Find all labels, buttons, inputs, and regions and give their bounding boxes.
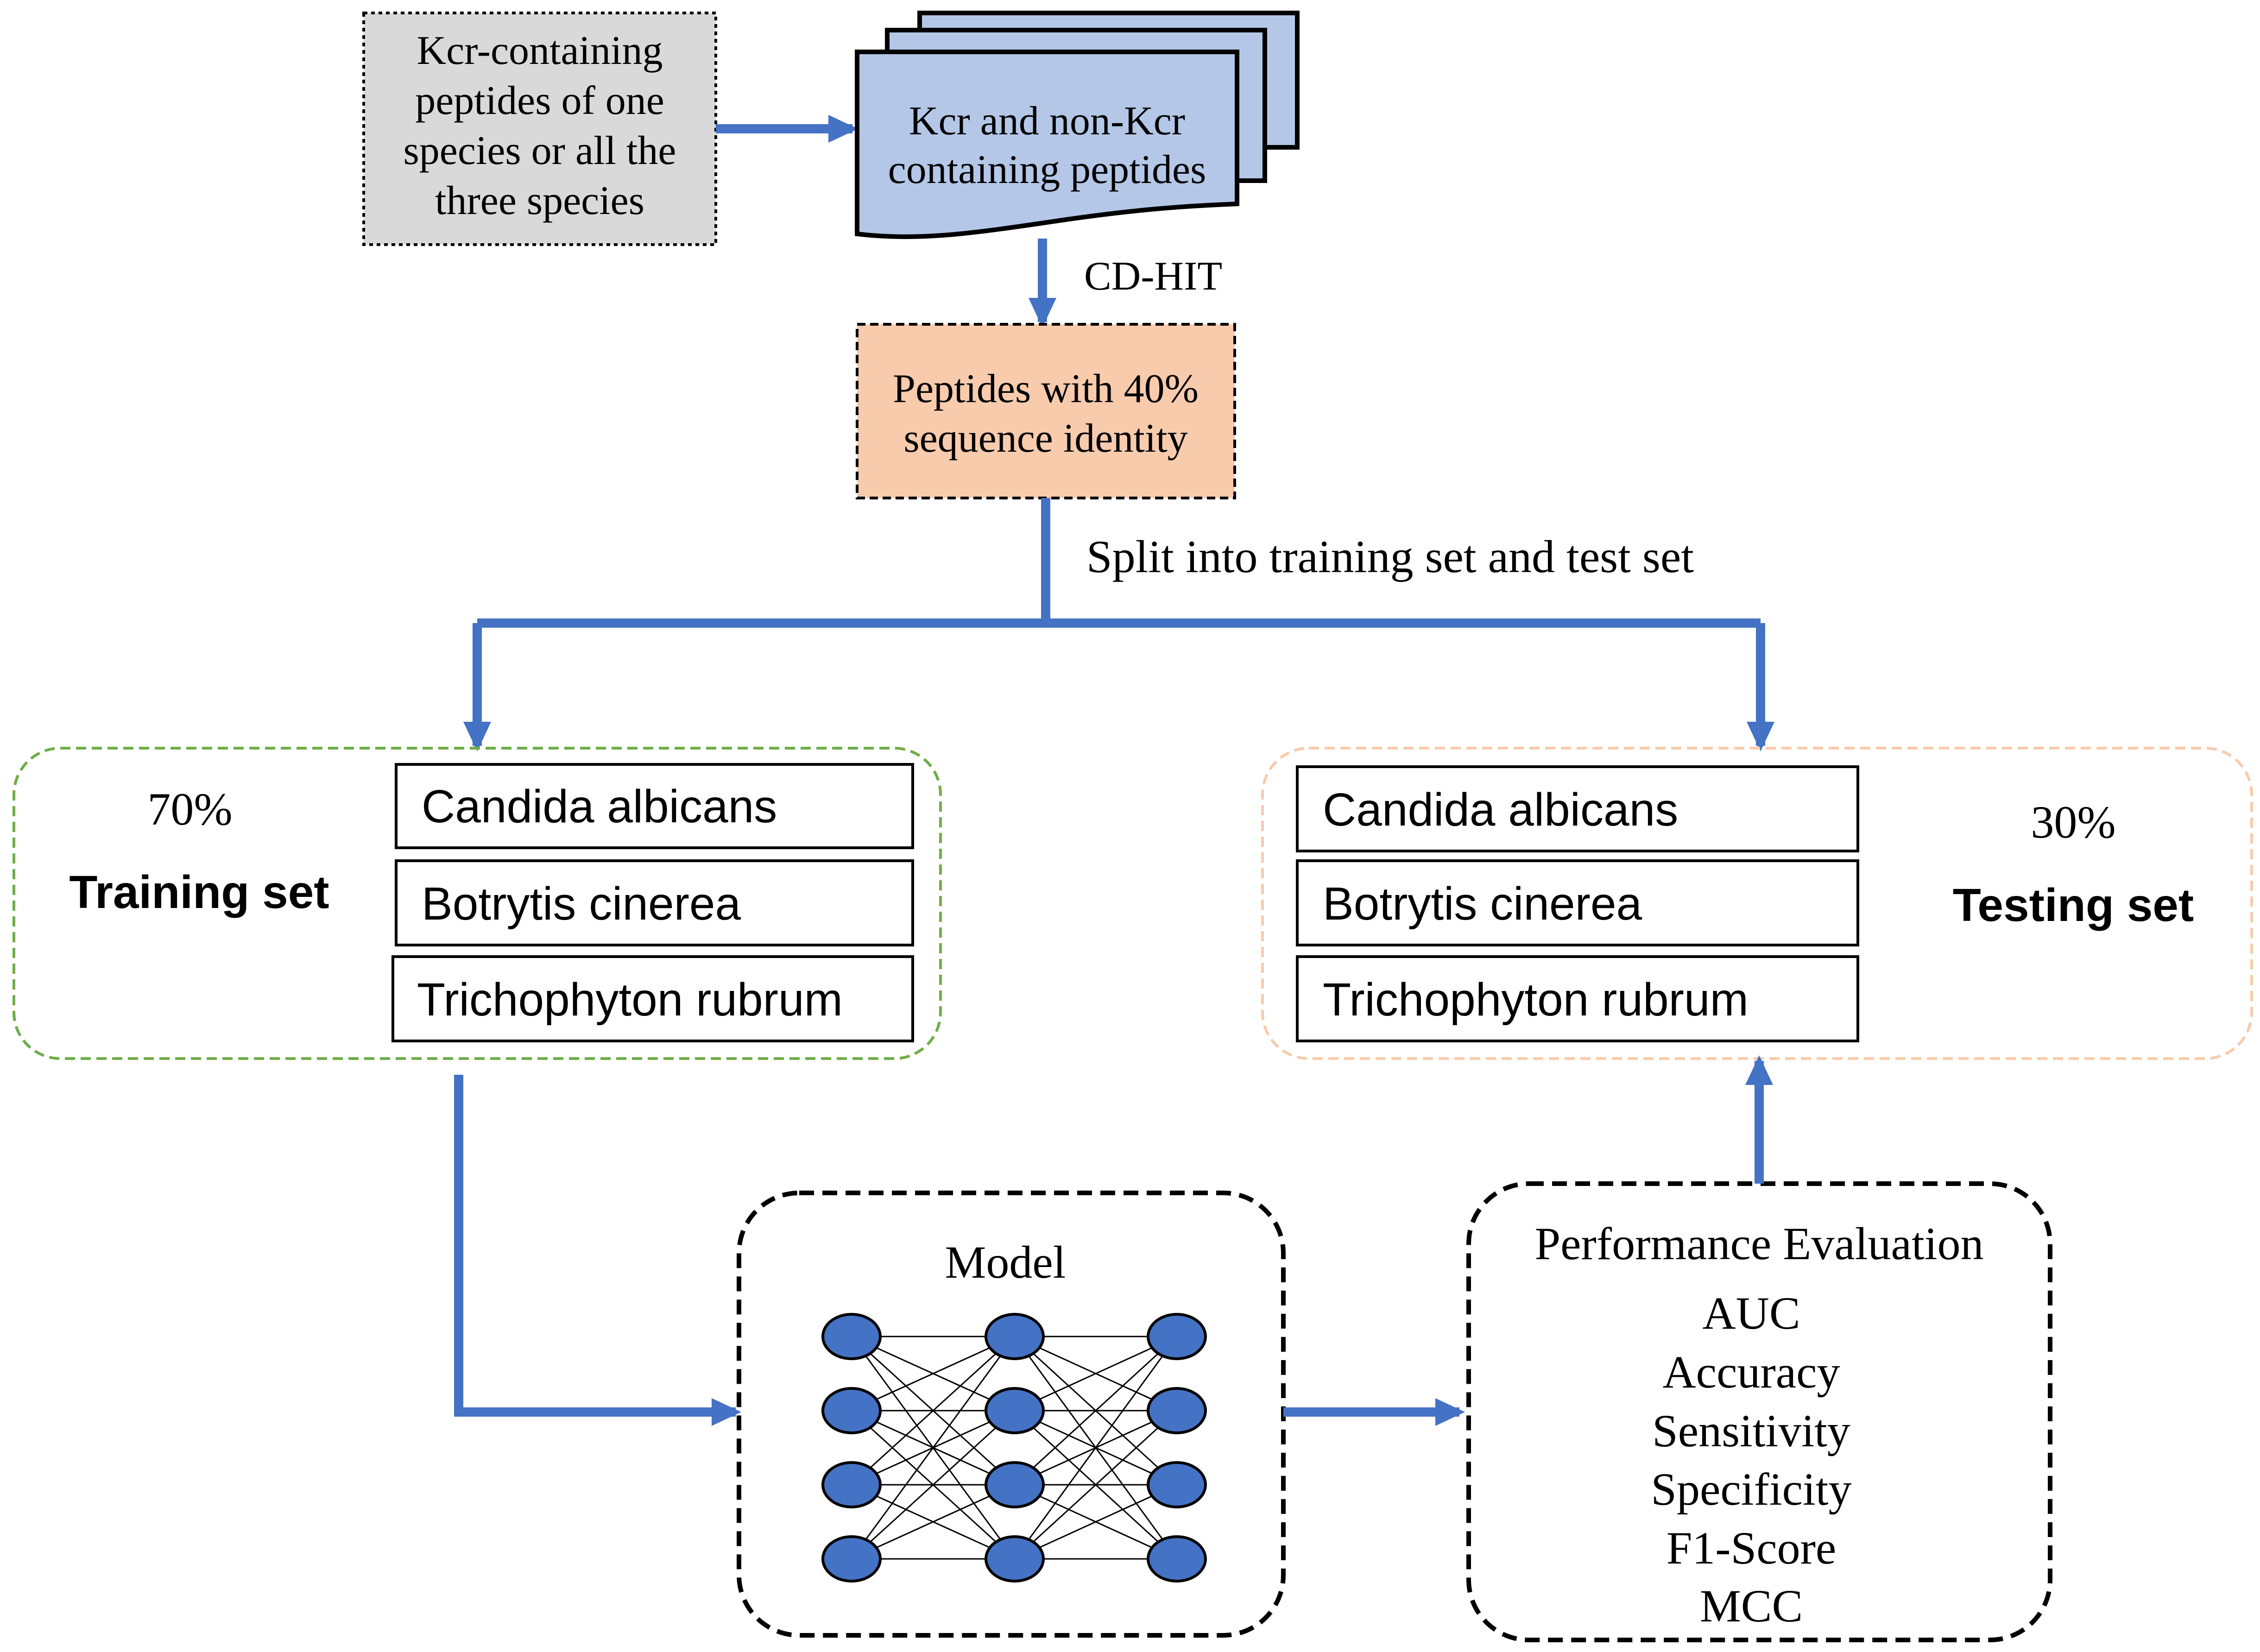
network-node xyxy=(1147,1535,1207,1583)
testing-percent: 30% xyxy=(2031,796,2115,848)
training-species-item: Candida albicans xyxy=(395,763,914,849)
network-edge xyxy=(851,1410,1016,1560)
filtered-line-1: Peptides with 40% xyxy=(893,366,1199,411)
network-edge xyxy=(1014,1410,1178,1560)
metric-auc: AUC xyxy=(1702,1287,1800,1339)
network-edge xyxy=(851,1336,1016,1486)
training-set-group: 70% Training set Candida albicans Botryt… xyxy=(13,747,942,1060)
network-edge xyxy=(1014,1336,1178,1559)
filtered-peptides-box: Peptides with 40% sequence identity xyxy=(856,323,1236,499)
training-species-item: Botrytis cinerea xyxy=(395,859,914,946)
documents-line-2: containing peptides xyxy=(888,147,1206,192)
network-node xyxy=(985,1461,1045,1508)
metric-sensitivity: Sensitivity xyxy=(1652,1405,1850,1457)
filtered-line-2: sequence identity xyxy=(903,416,1187,461)
training-species-label: Candida albicans xyxy=(422,781,777,832)
metric-mcc: MCC xyxy=(1700,1580,1803,1632)
testing-species-item: Candida albicans xyxy=(1296,765,1859,852)
testing-species-item: Botrytis cinerea xyxy=(1296,859,1859,946)
network-node xyxy=(1147,1387,1207,1434)
arrow-training-to-model xyxy=(454,1075,742,1426)
training-species-item: Trichophyton rubrum xyxy=(391,955,914,1042)
network-node xyxy=(985,1313,1045,1360)
source-line-2: peptides of one xyxy=(415,78,664,123)
training-species-label: Botrytis cinerea xyxy=(422,878,741,930)
split-connector xyxy=(463,498,1774,752)
network-edge xyxy=(851,1336,1016,1559)
evaluation-box: Performance Evaluation AUC Accuracy Sens… xyxy=(1466,1181,2052,1642)
network-node xyxy=(821,1461,882,1508)
documents-line-1: Kcr and non-Kcr xyxy=(909,99,1185,144)
evaluation-title: Performance Evaluation xyxy=(1534,1218,1983,1269)
cdhit-label: CD-HIT xyxy=(1084,254,1222,299)
metric-specificity: Specificity xyxy=(1651,1463,1851,1515)
network-edge xyxy=(851,1336,1015,1412)
training-title: Training set xyxy=(69,866,329,918)
network-edge xyxy=(1014,1336,1177,1412)
source-line-1: Kcr-containing xyxy=(417,28,663,73)
network-node xyxy=(821,1313,882,1360)
metric-accuracy: Accuracy xyxy=(1662,1346,1840,1398)
training-species-label: Trichophyton rubrum xyxy=(417,974,843,1026)
network-node xyxy=(821,1387,882,1434)
testing-species-item: Trichophyton rubrum xyxy=(1296,955,1859,1042)
testing-species-label: Candida albicans xyxy=(1323,784,1678,836)
testing-species-label: Trichophyton rubrum xyxy=(1323,974,1749,1026)
training-percent: 70% xyxy=(147,783,232,835)
network-node xyxy=(1147,1461,1207,1508)
network-edge xyxy=(1014,1484,1177,1560)
model-title: Model xyxy=(945,1236,1066,1288)
testing-species-label: Botrytis cinerea xyxy=(1323,878,1642,930)
metric-f1-score: F1-Score xyxy=(1667,1522,1837,1574)
network-node xyxy=(1147,1313,1207,1360)
network-node xyxy=(985,1535,1045,1583)
testing-set-group: 30% Testing set Candida albicans Botryti… xyxy=(1261,747,2253,1060)
source-line-4: three species xyxy=(435,178,644,223)
neural-network-icon xyxy=(821,1313,1207,1583)
network-node xyxy=(821,1535,882,1583)
network-edge xyxy=(851,1484,1015,1560)
model-box: Model xyxy=(737,1191,1286,1638)
documents-stack: Kcr and non-Kcr containing peptides xyxy=(855,11,1300,239)
testing-title: Testing set xyxy=(1953,879,2194,931)
source-line-3: species or all the xyxy=(404,128,676,173)
source-box: Kcr-containing peptides of one species o… xyxy=(362,12,717,246)
network-node xyxy=(985,1387,1045,1434)
split-label: Split into training set and test set xyxy=(1086,531,1694,582)
network-edge xyxy=(1014,1336,1178,1486)
